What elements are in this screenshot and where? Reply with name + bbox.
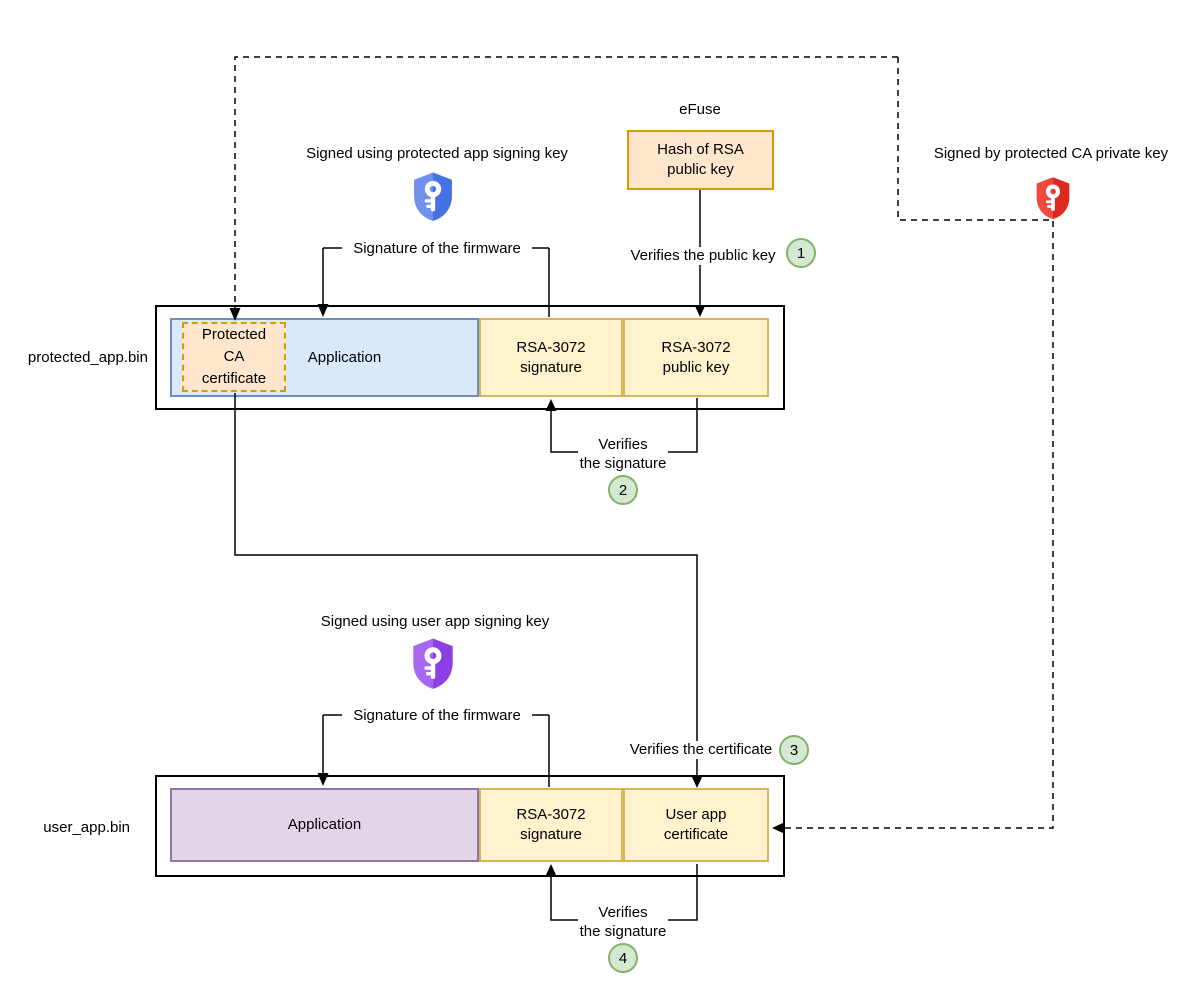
shield-key-icon-blue	[414, 172, 452, 221]
signed-by-ca-private-key-label: Signed by protected CA private key	[933, 145, 1169, 162]
protected-ca-certificate-box: Protected CA certificate	[182, 322, 286, 392]
verifies-signature-label-bottom: Verifies the signature	[579, 904, 667, 940]
shield-key-icon-purple	[413, 638, 453, 689]
verifies-public-key-label: Verifies the public key	[618, 247, 788, 265]
step-badge-1: 1	[786, 238, 816, 268]
step-badge-3: 3	[779, 735, 809, 765]
step-badge-2: 2	[608, 475, 638, 505]
verifies-certificate-label: Verifies the certificate	[616, 741, 786, 759]
protected-app-bin-label: protected_app.bin	[27, 349, 148, 366]
rsa-public-key-box: RSA-3072 public key	[623, 318, 769, 397]
signed-using-protected-key-label: Signed using protected app signing key	[306, 145, 568, 162]
signature-of-firmware-label-top: Signature of the firmware	[342, 240, 532, 258]
signed-using-user-key-label: Signed using user app signing key	[320, 613, 550, 630]
dashed-ca-chain-right	[782, 57, 1054, 829]
efuse-label: eFuse	[679, 101, 721, 118]
shield-key-icon-red	[1036, 177, 1070, 220]
efuse-hash-box: Hash of RSA public key	[627, 130, 774, 190]
rsa-signature-box-protected: RSA-3072 signature	[479, 318, 623, 397]
user-app-certificate-box: User app certificate	[623, 788, 769, 862]
step-badge-4: 4	[608, 943, 638, 973]
application-box-user: Application	[170, 788, 479, 862]
dashed-ca-chain-left	[234, 56, 898, 310]
rsa-signature-box-user: RSA-3072 signature	[479, 788, 623, 862]
signature-of-firmware-label-bottom: Signature of the firmware	[342, 707, 532, 725]
user-app-bin-label: user_app.bin	[43, 819, 130, 836]
verifies-signature-label-top: Verifies the signature	[579, 436, 667, 472]
